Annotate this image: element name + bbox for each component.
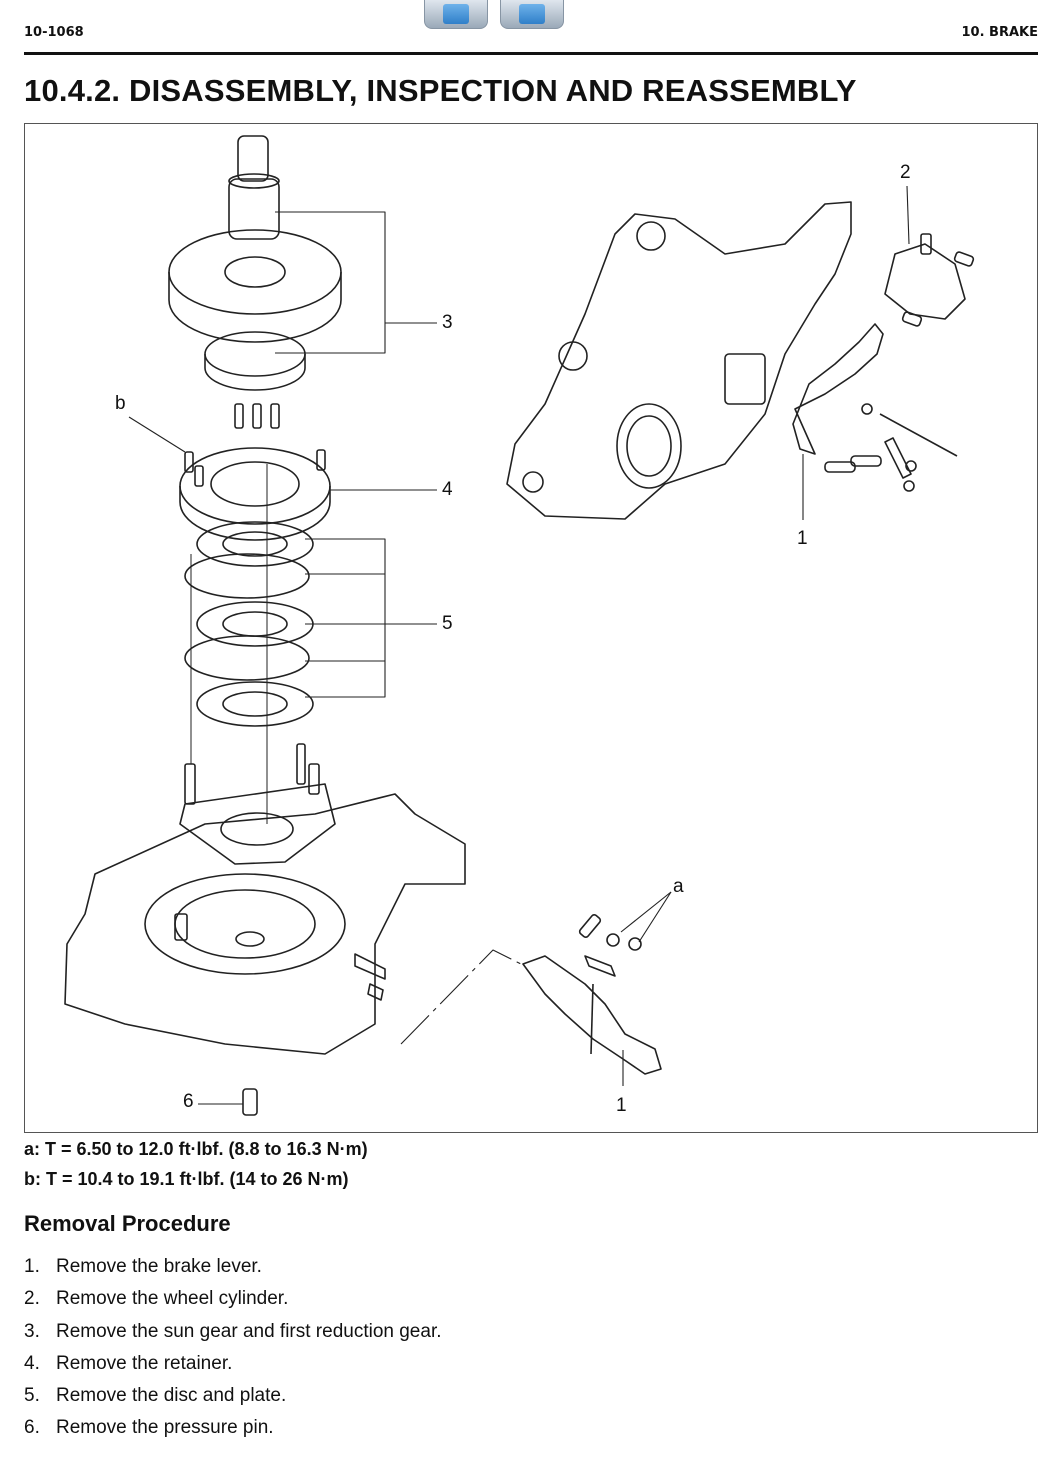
step-number: 4. [24, 1352, 40, 1374]
callout-4: 4 [442, 479, 453, 500]
header-rule [24, 52, 1038, 55]
leader-lines [128, 185, 910, 1105]
page-title: 10.4.2. DISASSEMBLY, INSPECTION AND REAS… [24, 73, 857, 108]
pressure-pin [242, 1088, 258, 1116]
removal-procedure-heading: Removal Procedure [24, 1211, 231, 1236]
callout-b: b [115, 393, 126, 414]
brake-lever-top [792, 323, 958, 492]
page-number: 10-1068 [24, 25, 84, 40]
list-item: 1. Remove the brake lever. [24, 1254, 442, 1286]
back-arrow-icon [443, 4, 469, 24]
step-text: Remove the wheel cylinder. [56, 1288, 289, 1310]
back-button[interactable] [424, 0, 488, 29]
exploded-view-drawing [64, 135, 975, 1116]
first-reduction-gear [168, 229, 342, 391]
step-text: Remove the brake lever. [56, 1256, 262, 1277]
home-icon [519, 4, 545, 24]
step-number: 3. [24, 1320, 40, 1342]
retainer-bolts [234, 403, 280, 429]
sun-gear-shaft [228, 135, 280, 240]
brake-lever-bottom [522, 914, 662, 1075]
wheel-cylinder [884, 233, 975, 327]
callout-5: 5 [442, 613, 453, 634]
list-item: 6. Remove the pressure pin. [24, 1415, 442, 1447]
list-item: 4. Remove the retainer. [24, 1351, 442, 1383]
home-button[interactable] [500, 0, 564, 29]
callout-3: 3 [442, 312, 453, 333]
step-text: Remove the disc and plate. [56, 1385, 287, 1407]
list-item: 3. Remove the sun gear and first reductio… [24, 1319, 442, 1351]
removal-steps-list: 1. Remove the brake lever. 2. Remove the w… [24, 1254, 442, 1448]
step-number: 2. [24, 1288, 40, 1310]
disc-and-plate-stack [184, 464, 314, 824]
callout-a: a [673, 876, 684, 897]
step-number: 6. [24, 1417, 40, 1439]
torque-spec-b: b: T = 10.4 to 19.1 ft·lbf. (14 to 26 N·… [24, 1169, 349, 1189]
retainer [179, 447, 331, 541]
step-text: Remove the retainer. [56, 1352, 233, 1374]
callout-1-bottom: 1 [616, 1095, 627, 1116]
step-number: 5. [24, 1385, 40, 1407]
step-number: 1. [24, 1256, 40, 1277]
brake-bracket-assembly [506, 201, 852, 520]
callout-6: 6 [183, 1091, 194, 1112]
callout-1-top: 1 [797, 528, 808, 549]
springs-and-pressure-plate [179, 743, 336, 865]
brake-housing [64, 793, 466, 1055]
torque-spec-a: a: T = 6.50 to 12.0 ft·lbf. (8.8 to 16.3… [24, 1139, 368, 1159]
callout-2: 2 [900, 162, 911, 183]
list-item: 2. Remove the wheel cylinder. [24, 1286, 442, 1318]
section-name: 10. BRAKE [961, 25, 1039, 40]
list-item: 5. Remove the disc and plate. [24, 1383, 442, 1415]
step-text: Remove the pressure pin. [56, 1417, 274, 1439]
step-text: Remove the sun gear and first reduction … [56, 1320, 442, 1342]
exploded-view-diagram: 2 3 b 4 1 5 a 6 1 [24, 123, 1038, 1133]
